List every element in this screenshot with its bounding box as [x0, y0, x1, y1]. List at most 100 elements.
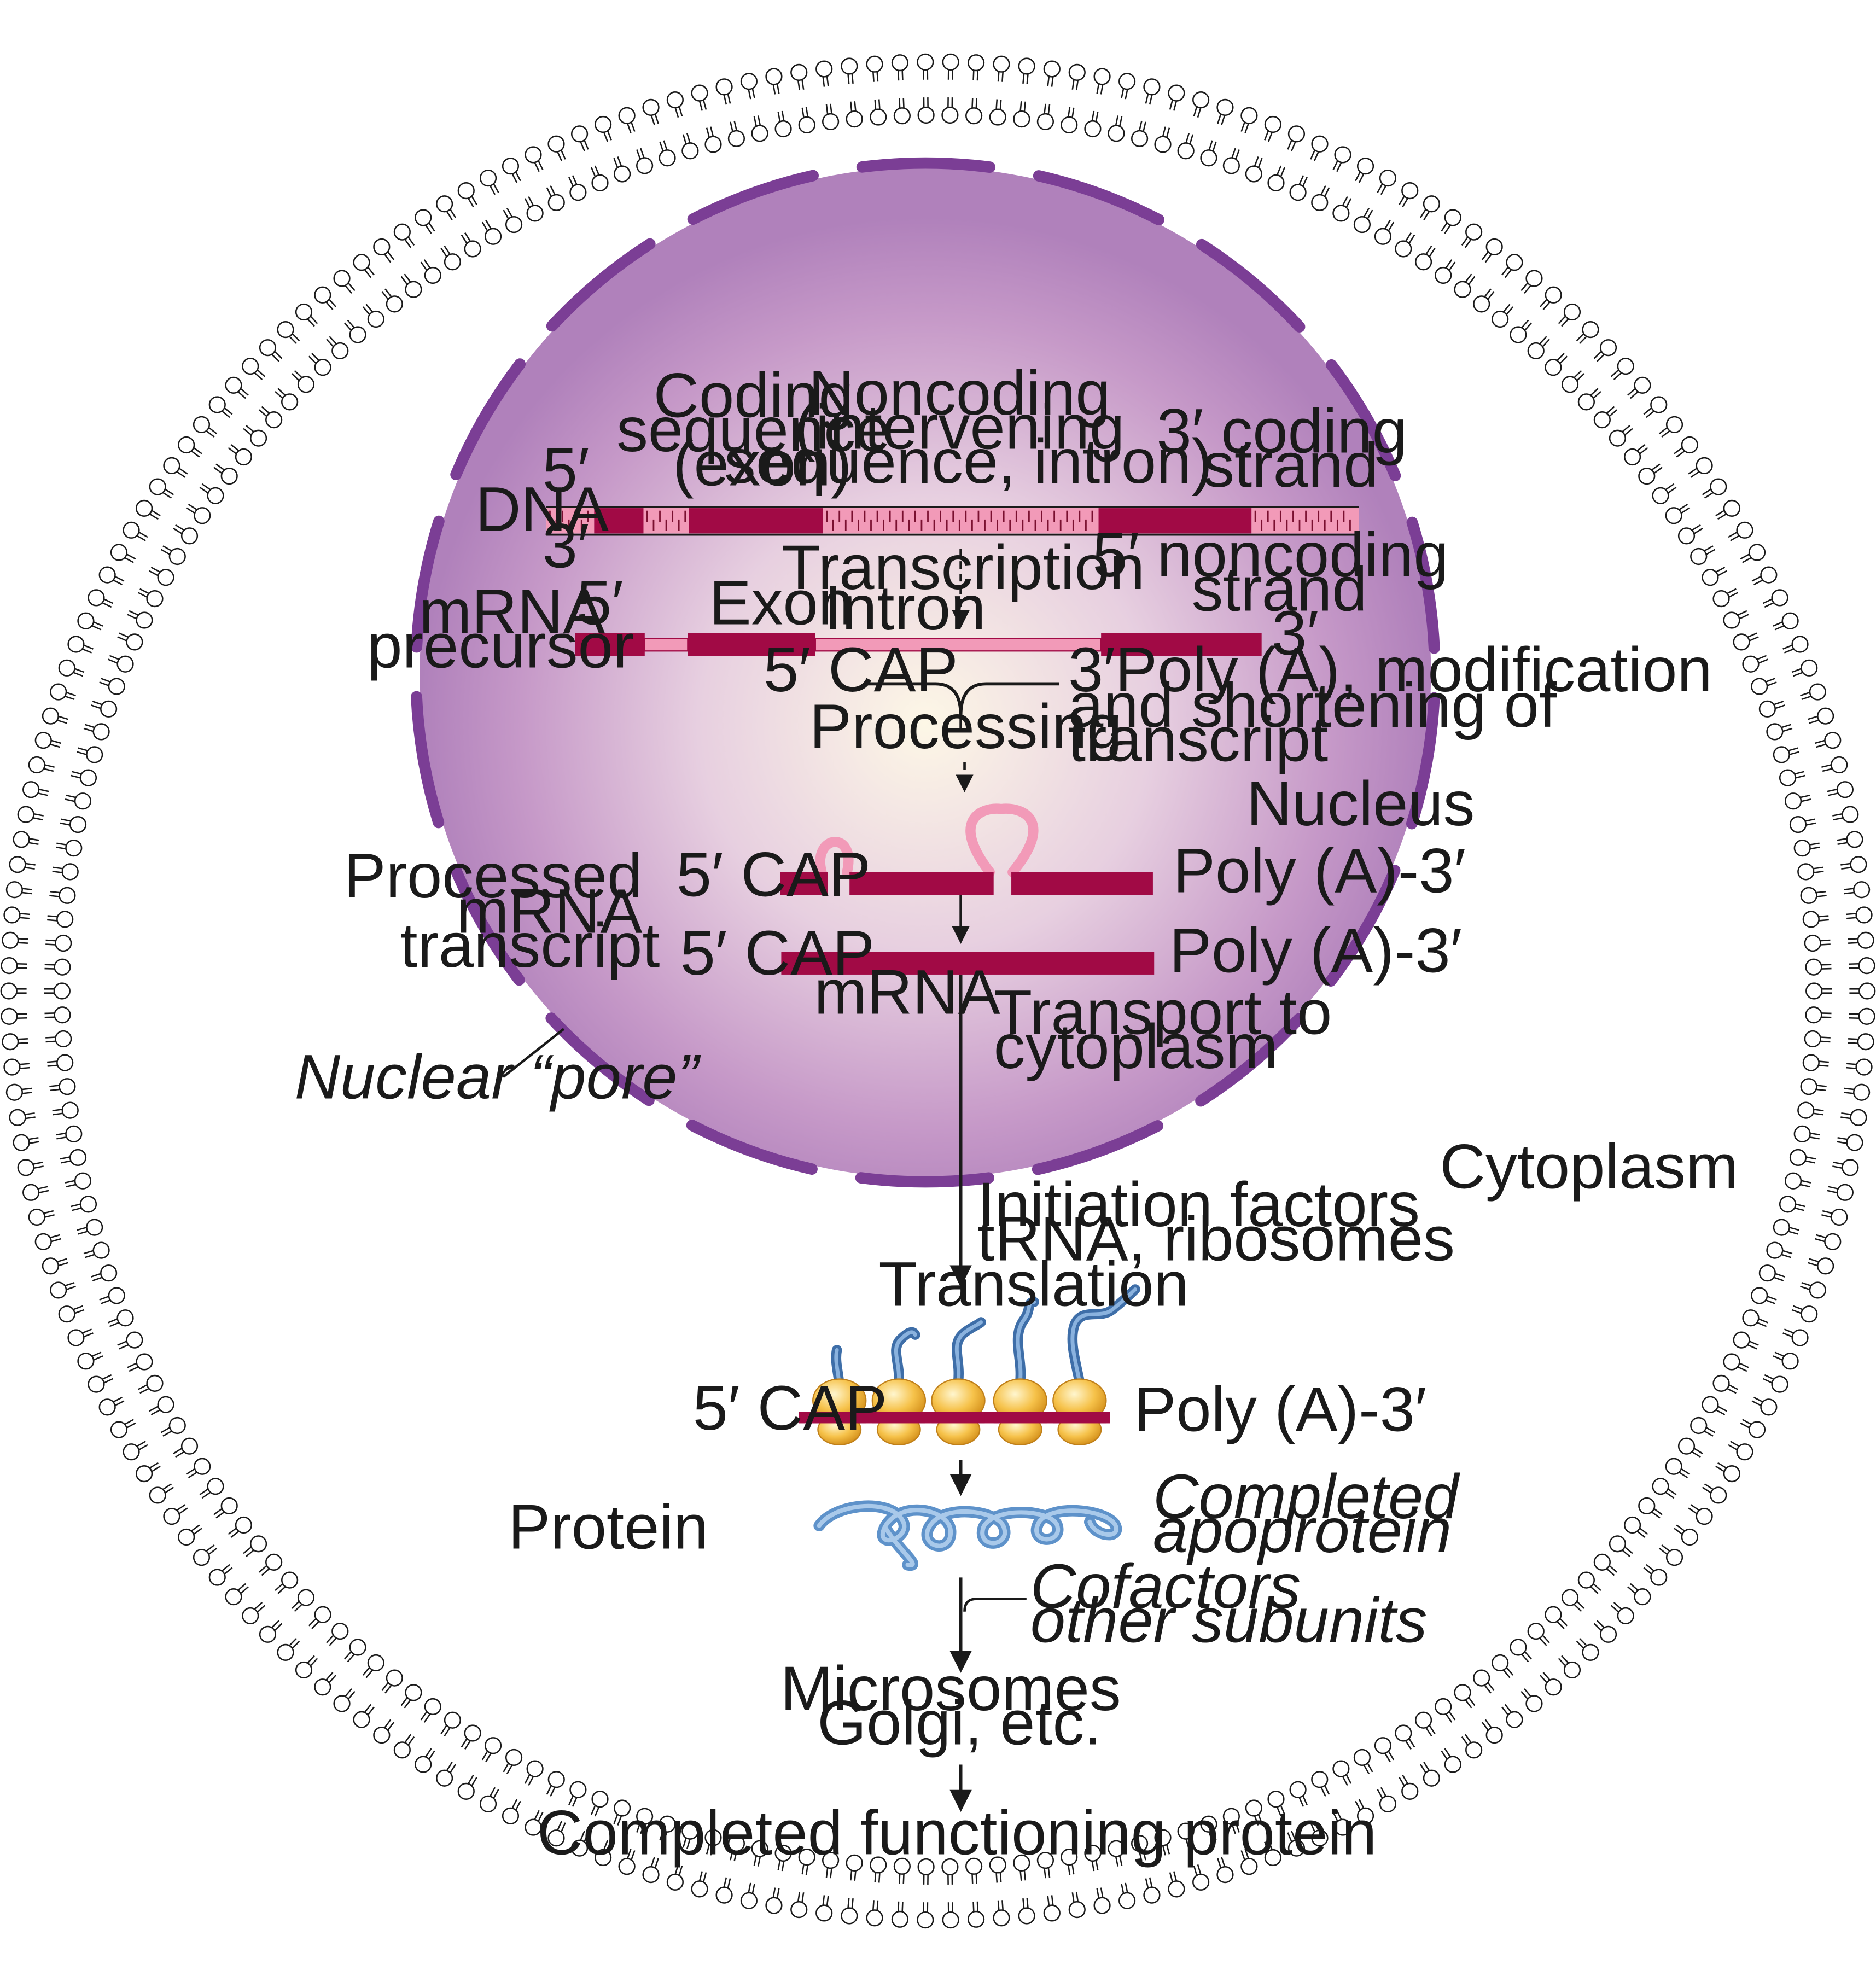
lipid-head [1423, 195, 1440, 213]
lipid-head [349, 326, 366, 343]
lipid-head [790, 1901, 808, 1919]
lipid-head [314, 1678, 331, 1696]
lipid-head [259, 1625, 277, 1643]
lipid-head [1506, 254, 1523, 271]
lipid-head [1287, 125, 1306, 143]
lipid-head [295, 303, 313, 321]
lipid-head [207, 1478, 224, 1495]
completed-apoprotein-label: Completed apoprotein [1153, 1461, 1476, 1566]
lipid-head [1473, 1669, 1490, 1687]
lipid-head [168, 1416, 186, 1435]
ribosome-icon [931, 1378, 986, 1445]
lipid-head [1527, 342, 1545, 360]
lipid-head [1356, 1807, 1374, 1824]
lipid-head [846, 1854, 863, 1872]
lipid-head [1485, 238, 1503, 256]
nuclear-envelope-segment [450, 358, 526, 481]
lipid-head [1013, 110, 1030, 128]
lipid-head [157, 1396, 174, 1413]
nuclear-envelope-segment [450, 864, 525, 986]
lipid-head [1216, 1866, 1234, 1884]
processed-cap-label: 5′ CAP [677, 840, 871, 910]
lipid-head [1824, 1233, 1842, 1250]
lipid-head [798, 1849, 815, 1866]
lipid-head [100, 700, 118, 718]
lipid-head [1793, 1125, 1811, 1142]
nuclear-envelope [411, 157, 1440, 1188]
noncoding-sequence-label: Noncoding (intervening sequence, intron) [724, 358, 1213, 497]
lipid-head [1168, 1880, 1185, 1898]
lipid-head [1545, 1678, 1562, 1696]
lipid-head [1192, 1873, 1210, 1891]
lipid-head [1723, 499, 1741, 517]
lipid-head [1665, 1458, 1682, 1475]
lipid-head [846, 110, 863, 128]
lipid-head [1853, 1083, 1871, 1101]
lipid-head [1473, 295, 1490, 313]
lipid-head [116, 1309, 134, 1327]
dna-base-pairs [549, 510, 1351, 531]
lipid-head [58, 1305, 75, 1323]
lipid-head [194, 1458, 211, 1475]
lipid-head [1638, 1497, 1656, 1515]
lipid-head [1061, 116, 1078, 133]
lipid-head [1435, 266, 1452, 284]
mrna-precursor-strand [575, 633, 1262, 656]
ribosome-icon [871, 1378, 927, 1445]
lipid-head [1545, 1606, 1562, 1623]
lipid-head [17, 1159, 34, 1176]
lipid-head [1465, 1741, 1483, 1759]
lipid-head [1311, 1829, 1329, 1847]
lipid-head [1118, 1892, 1136, 1909]
lipid-head [265, 411, 283, 429]
lipid-head [1423, 1769, 1440, 1787]
lipid-head [547, 135, 565, 153]
lipid-head [841, 57, 858, 75]
lipid-head [751, 125, 768, 142]
lipid-head [1784, 1172, 1802, 1190]
lipid-head [1853, 881, 1871, 899]
lipid-head [314, 286, 331, 304]
mrna-precursor-label: mRNA precursor [367, 576, 634, 681]
lipid-head [1677, 527, 1696, 545]
lipid-head [1742, 1309, 1760, 1327]
lipid-head [464, 240, 481, 258]
lipid-head [1061, 1849, 1078, 1866]
lipid-head [841, 1907, 858, 1925]
lipid-head [1748, 1421, 1766, 1438]
lipid-head [1084, 120, 1102, 138]
lipid-head [193, 1549, 211, 1566]
lipid-head [436, 1769, 453, 1787]
lipid-head [1395, 240, 1412, 258]
lipid-head [1712, 590, 1730, 608]
lipid-head [1751, 1287, 1768, 1304]
lipid-head [681, 142, 699, 160]
lipid-head [1510, 326, 1527, 343]
lipid-head [88, 1375, 105, 1393]
lipid-head [116, 655, 134, 673]
nuclear-envelope-segment [1325, 865, 1401, 987]
lipid-head [1824, 732, 1842, 749]
lipid-head [1609, 1535, 1627, 1553]
lipid-head [1561, 1589, 1579, 1606]
lipid-head [1802, 1054, 1820, 1071]
dna-double-strand [546, 505, 1359, 536]
lipid-head [98, 1398, 116, 1416]
lipid-head [1492, 310, 1509, 328]
lipid-head [1702, 569, 1719, 586]
lipid-head [917, 1858, 935, 1876]
lipid-head [1690, 1416, 1708, 1435]
lipid-head [1842, 806, 1859, 823]
lipid-head [61, 863, 79, 881]
lipid-head [13, 1134, 30, 1151]
lipid-head [1311, 1771, 1329, 1788]
lipid-head [225, 1588, 242, 1606]
lipid-head [194, 507, 211, 524]
lipid-head [1353, 215, 1371, 234]
lipid-head [1192, 91, 1210, 109]
lipid-head [1240, 1858, 1258, 1875]
nuclear-envelope-segment [1406, 692, 1440, 830]
lipid-head [1723, 611, 1740, 629]
lipid-head [1068, 1901, 1086, 1919]
lipid-head [1733, 1331, 1750, 1349]
